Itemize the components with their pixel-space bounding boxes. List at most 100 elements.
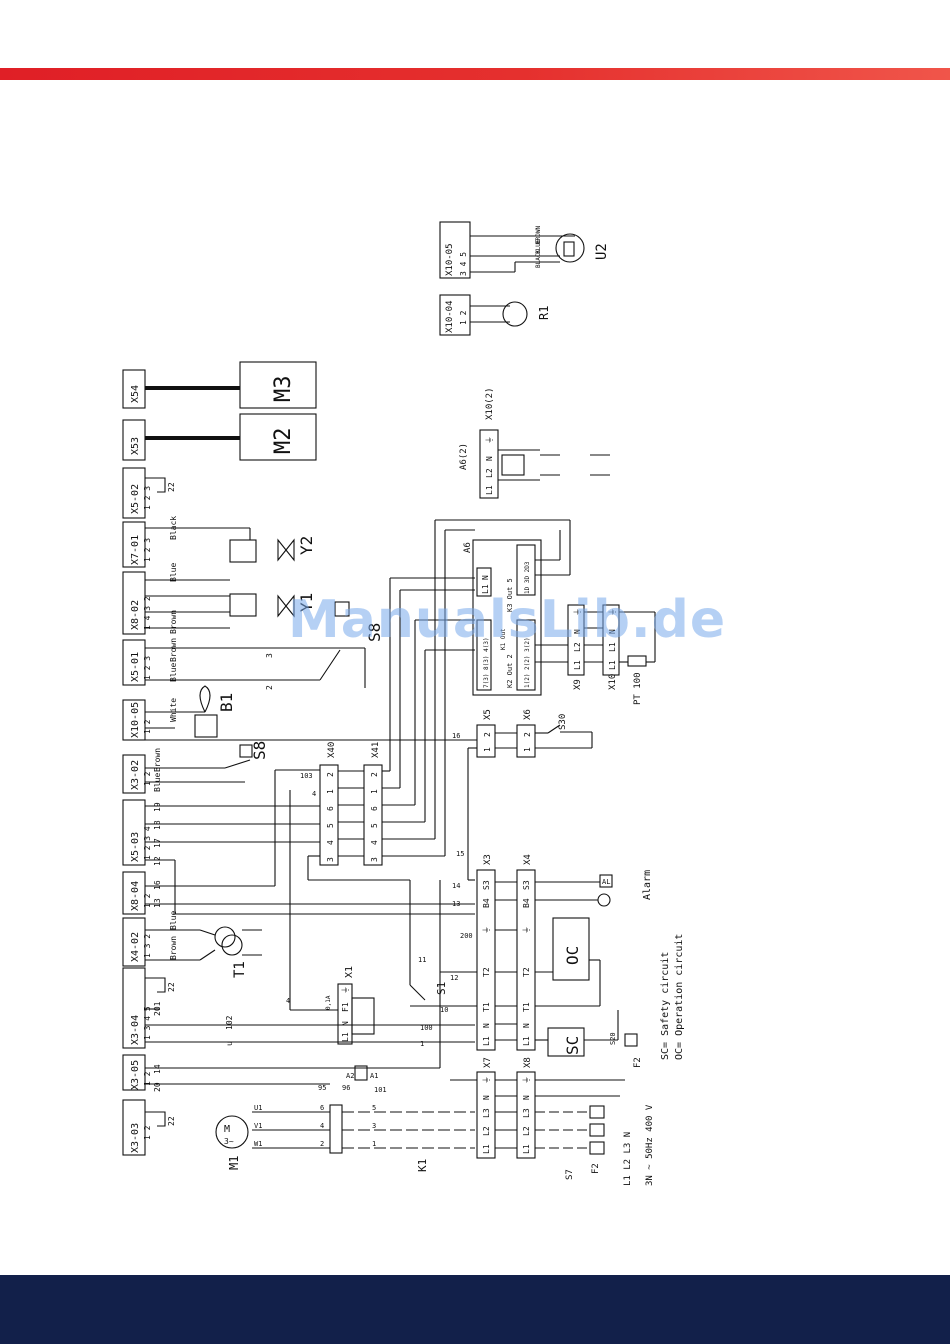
connector-x3-04: X3-04 bbox=[130, 1015, 141, 1045]
connector-x53: X53 bbox=[130, 437, 141, 455]
svg-text:13: 13 bbox=[153, 898, 162, 908]
connector-x54: X54 bbox=[130, 385, 141, 403]
svg-text:0,1A: 0,1A bbox=[325, 995, 332, 1010]
svg-text:96: 96 bbox=[342, 1084, 350, 1092]
svg-text:X10(2): X10(2) bbox=[485, 387, 495, 420]
svg-text:AL: AL bbox=[602, 878, 610, 886]
svg-text:1 2: 1 2 bbox=[143, 893, 152, 908]
switch-s8-mid: S8 bbox=[365, 623, 384, 642]
svg-text:X40: X40 bbox=[327, 742, 337, 758]
svg-text:S7: S7 bbox=[565, 1169, 575, 1180]
svg-text:X8: X8 bbox=[523, 1057, 533, 1068]
svg-text:S3: S3 bbox=[482, 880, 491, 890]
svg-text:6: 6 bbox=[320, 1104, 324, 1112]
svg-text:X10-04: X10-04 bbox=[445, 300, 455, 333]
svg-text:White: White bbox=[169, 698, 178, 722]
svg-text:L1: L1 bbox=[522, 1036, 531, 1046]
sensor-group: X10-05 3 4 5 X10-04 1 2 BLACK BLUE BROWN… bbox=[439, 221, 610, 336]
svg-text:L1: L1 bbox=[608, 660, 617, 670]
svg-text:F2: F2 bbox=[591, 1163, 601, 1174]
svg-text:⏚: ⏚ bbox=[482, 926, 491, 934]
svg-text:u: u bbox=[225, 1041, 234, 1046]
svg-text:1 2 3: 1 2 3 bbox=[143, 656, 152, 680]
svg-text:L1: L1 bbox=[482, 1036, 491, 1046]
svg-text:1D 3D 2D3: 1D 3D 2D3 bbox=[524, 561, 531, 594]
svg-text:⏚: ⏚ bbox=[485, 436, 494, 444]
svg-text:X10-05: X10-05 bbox=[445, 243, 455, 276]
svg-text:2: 2 bbox=[370, 772, 379, 777]
svg-text:L2: L2 bbox=[573, 642, 582, 652]
svg-text:3 4 5: 3 4 5 bbox=[459, 252, 468, 276]
terminal-x9-x10: X9 X10 L1 L2 N ⏚ L1 L1 N ⏚ PT 100 bbox=[535, 604, 656, 705]
connector-x3-02: X3-02 bbox=[130, 760, 141, 790]
svg-text:BLACK: BLACK bbox=[535, 250, 542, 268]
svg-text:3: 3 bbox=[372, 1122, 376, 1130]
footer-band bbox=[0, 1275, 950, 1344]
svg-text:N: N bbox=[482, 1095, 491, 1100]
pump-motors: M2 M3 bbox=[145, 361, 317, 461]
wire-bundle: 20 14 u 102 201 Brown Blue T1 16 13 12 1… bbox=[145, 516, 475, 1092]
svg-text:Brown: Brown bbox=[169, 936, 178, 960]
svg-text:1: 1 bbox=[420, 1040, 424, 1048]
svg-text:100: 100 bbox=[420, 1024, 433, 1032]
svg-text:4: 4 bbox=[320, 1122, 324, 1130]
controller-a6: A6 L1 N K3 Out 5 K2 Out 2 K1 Out 1D 3D 2… bbox=[463, 530, 570, 696]
sc-box: SC bbox=[563, 1036, 582, 1055]
switch-s8-top: S8 bbox=[250, 741, 269, 760]
svg-text:4: 4 bbox=[312, 790, 316, 798]
svg-text:2: 2 bbox=[483, 732, 492, 737]
svg-text:T1: T1 bbox=[482, 1002, 491, 1012]
svg-text:1: 1 bbox=[372, 1140, 376, 1148]
svg-text:5: 5 bbox=[326, 823, 335, 828]
svg-text:L3: L3 bbox=[522, 1108, 531, 1118]
svg-text:1 2: 1 2 bbox=[143, 1125, 152, 1140]
svg-text:N: N bbox=[482, 1023, 491, 1028]
svg-text:T2: T2 bbox=[522, 967, 531, 977]
svg-text:A6: A6 bbox=[463, 542, 473, 553]
svg-text:2: 2 bbox=[523, 732, 532, 737]
sensor-u2: U2 bbox=[594, 243, 610, 260]
svg-text:L1: L1 bbox=[482, 1144, 491, 1154]
svg-text:K1 Out: K1 Out bbox=[500, 628, 507, 650]
svg-text:⏚: ⏚ bbox=[608, 608, 617, 616]
svg-text:2: 2 bbox=[320, 1140, 324, 1148]
svg-text:22: 22 bbox=[167, 1116, 176, 1126]
svg-text:U1: U1 bbox=[254, 1104, 262, 1112]
transformer-t1: T1 bbox=[232, 961, 248, 978]
svg-text:1 2: 1 2 bbox=[143, 719, 152, 734]
svg-text:N: N bbox=[485, 456, 494, 461]
svg-text:F2: F2 bbox=[633, 1057, 643, 1068]
svg-text:3~: 3~ bbox=[224, 1137, 234, 1146]
svg-text:M: M bbox=[224, 1124, 230, 1135]
svg-text:B4: B4 bbox=[522, 898, 531, 908]
svg-text:S30: S30 bbox=[558, 714, 568, 730]
svg-text:Blue: Blue bbox=[169, 563, 178, 582]
svg-text:1 2: 1 2 bbox=[143, 1071, 152, 1086]
svg-text:5: 5 bbox=[372, 1104, 376, 1112]
svg-text:14: 14 bbox=[153, 1064, 162, 1074]
svg-text:1 3 4 5: 1 3 4 5 bbox=[143, 1006, 152, 1040]
svg-text:Brown: Brown bbox=[169, 610, 178, 634]
svg-text:L1: L1 bbox=[573, 660, 582, 670]
supply-lines: L1 L2 L3 N bbox=[623, 1132, 633, 1186]
svg-text:BLUE: BLUE bbox=[535, 239, 542, 254]
svg-text:6: 6 bbox=[370, 806, 379, 811]
svg-text:103: 103 bbox=[300, 772, 313, 780]
connector-x7-01: X7-01 bbox=[130, 535, 141, 565]
terminal-x5-x6: X5 X6 1 2 1 2 S30 16 15 bbox=[145, 709, 593, 881]
svg-text:Black: Black bbox=[169, 516, 178, 540]
svg-text:14: 14 bbox=[452, 882, 460, 890]
contactor-k1: K1 bbox=[416, 1159, 429, 1172]
connector-x5-02: X5-02 bbox=[130, 484, 141, 514]
svg-text:12: 12 bbox=[450, 974, 458, 982]
connector-x4-02: X4-02 bbox=[130, 932, 141, 962]
svg-text:A6(2): A6(2) bbox=[459, 443, 469, 470]
svg-text:3: 3 bbox=[326, 857, 335, 862]
svg-text:X10: X10 bbox=[608, 674, 618, 690]
terminal-a6-2: A6(2) X10(2) L1 L2 N ⏚ bbox=[459, 387, 610, 499]
svg-text:1 2 3: 1 2 3 bbox=[143, 486, 152, 510]
svg-text:X7: X7 bbox=[483, 1057, 493, 1068]
svg-text:N: N bbox=[573, 629, 582, 634]
svg-text:4: 4 bbox=[326, 840, 335, 845]
